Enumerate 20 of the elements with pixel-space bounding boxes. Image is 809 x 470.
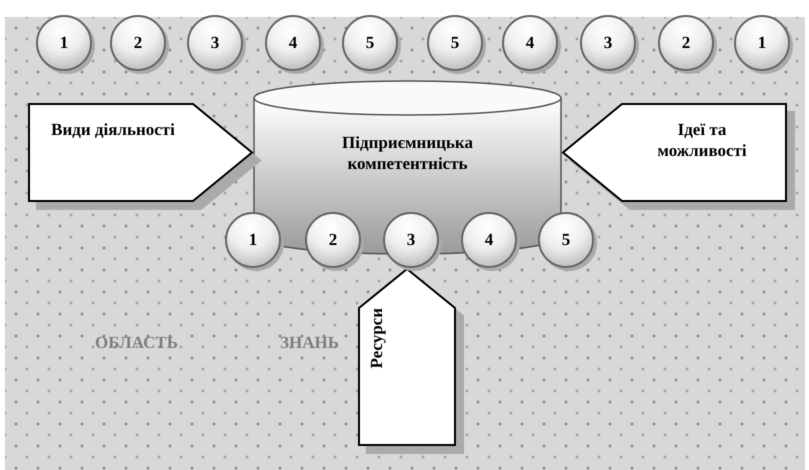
arrow-label: Ресурси	[366, 308, 387, 369]
knowledge-area-panel	[5, 17, 805, 470]
area-label: ЗНАНЬ	[280, 333, 339, 353]
numbered-circle: 3	[187, 15, 243, 71]
arrow-label: Види діяльності	[50, 119, 176, 140]
numbered-circle: 1	[734, 15, 790, 71]
numbered-circle: 4	[502, 15, 558, 71]
numbered-circle: 2	[305, 212, 361, 268]
cylinder-label: Підприємницька компетентність	[341, 132, 474, 174]
numbered-circle: 5	[538, 212, 594, 268]
numbered-circle: 5	[427, 15, 483, 71]
numbered-circle: 2	[110, 15, 166, 71]
numbered-circle: 3	[580, 15, 636, 71]
area-label: ОБЛАСТЬ	[95, 333, 178, 353]
numbered-circle: 1	[225, 212, 281, 268]
numbered-circle: 5	[342, 15, 398, 71]
numbered-circle: 2	[658, 15, 714, 71]
numbered-circle: 1	[36, 15, 92, 71]
numbered-circle: 4	[265, 15, 321, 71]
arrow-label: Ідеї та можливості	[656, 119, 748, 162]
